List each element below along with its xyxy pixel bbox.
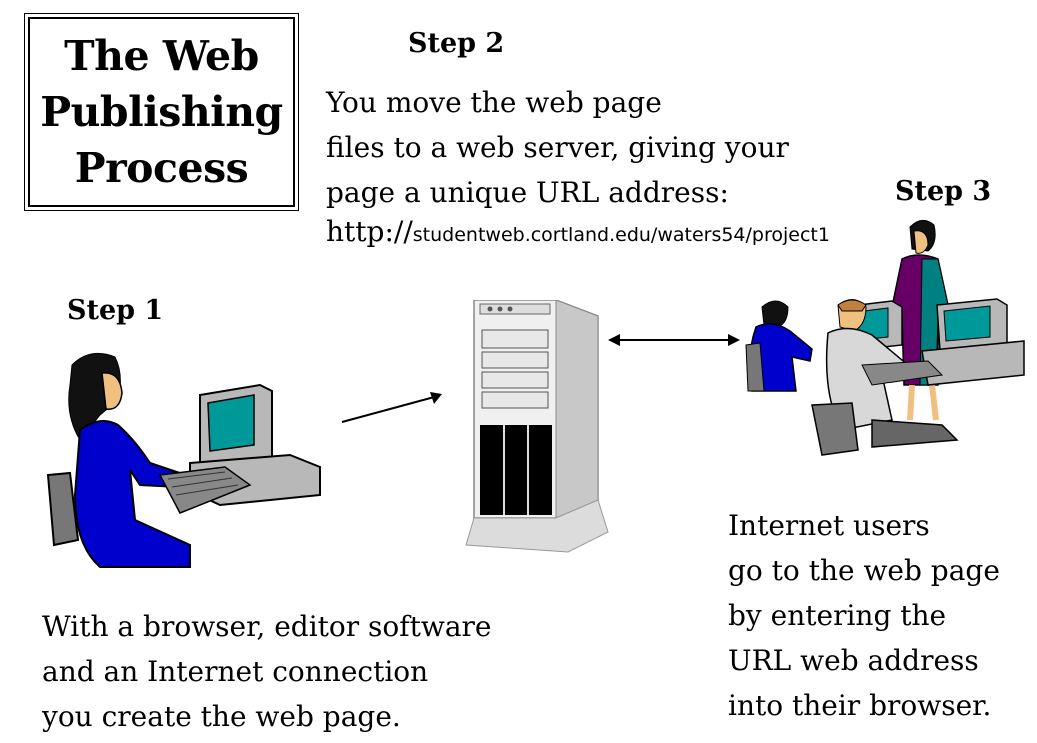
step1-description: With a browser, editor software and an I… xyxy=(42,604,492,739)
title-line-2: Publishing xyxy=(40,88,283,136)
step3-line: Internet users xyxy=(728,509,930,542)
title-box: The Web Publishing Process xyxy=(24,13,299,211)
step1-line: and an Internet connection xyxy=(42,655,429,688)
step1-line: you create the web page. xyxy=(42,700,401,733)
step2-line: files to a web server, giving your xyxy=(326,131,789,164)
step3-line: into their browser. xyxy=(728,689,992,722)
double-arrow-server-users xyxy=(608,334,740,346)
step3-line: URL web address xyxy=(728,644,979,677)
step1-label: Step 1 xyxy=(67,295,164,326)
url-prefix: http:// xyxy=(326,215,413,248)
step2-line: page a unique URL address: xyxy=(326,176,729,209)
step2-url: http://studentweb.cortland.edu/waters54/… xyxy=(326,215,830,248)
step3-label: Step 3 xyxy=(895,176,992,207)
step2-description: You move the web page files to a web ser… xyxy=(326,80,830,248)
arrow-to-server xyxy=(341,392,442,423)
title-line-1: The Web xyxy=(64,32,259,80)
internet-users-illustration xyxy=(745,220,1025,456)
title-line-3: Process xyxy=(74,144,249,192)
url-path: studentweb.cortland.edu/waters54/project… xyxy=(412,224,830,246)
step2-line: You move the web page xyxy=(326,86,662,119)
step1-line: With a browser, editor software xyxy=(42,610,492,643)
step3-line: go to the web page xyxy=(728,554,1000,587)
person-at-computer-illustration xyxy=(46,352,321,568)
step3-line: by entering the xyxy=(728,599,947,632)
web-server-icon xyxy=(465,300,609,553)
step2-label: Step 2 xyxy=(408,28,505,59)
step3-description: Internet users go to the web page by ent… xyxy=(728,503,1000,728)
